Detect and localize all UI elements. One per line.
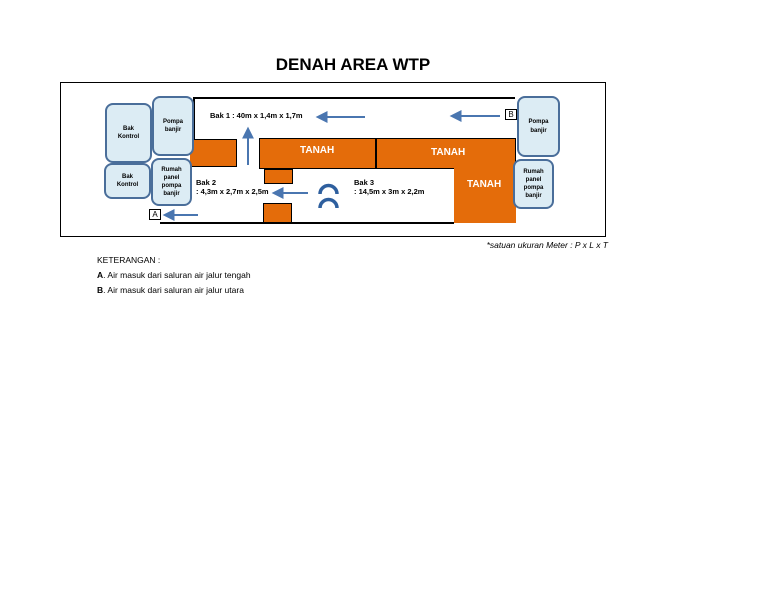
bak2-name: Bak 2 (196, 178, 217, 187)
channel-left-line (193, 97, 195, 139)
legend-item-a: A. Air masuk dari saluran air jalur teng… (97, 270, 251, 280)
tanah-label-1: TANAH (300, 145, 335, 156)
legend-heading: KETERANGAN : (97, 255, 161, 265)
tanah-left-small (190, 139, 237, 167)
bak3-dims: : 14,5m x 3m x 2,2m (354, 187, 425, 196)
bak1-label: Bak 1 : 40m x 1,4m x 1,7m (210, 111, 303, 120)
legend-item-a-key: A (97, 270, 104, 280)
bak-kontrol-label-top: Bak Kontrol (117, 125, 140, 140)
bak2-dims: : 4,3m x 2,7m x 2,5m (196, 187, 269, 196)
pompa-banjir-box-left: Pompa banjir (152, 96, 194, 156)
marker-b: B (505, 109, 517, 120)
tanah-label-3: TANAH (467, 179, 502, 190)
unit-note: *satuan ukuran Meter : P x L x T (486, 240, 608, 250)
rumah-panel-label-left: Rumah panel pompa banjir (161, 166, 182, 198)
legend-item-b-text: . Air masuk dari saluran air jalur utara (103, 285, 244, 295)
legend-item-b: B. Air masuk dari saluran air jalur utar… (97, 285, 244, 295)
tanah-label-2: TANAH (431, 147, 466, 158)
rumah-panel-box-right: Rumah panel pompa banjir (513, 159, 554, 209)
tanah-small-mid (264, 169, 293, 184)
channel-bottom-line (160, 222, 454, 224)
marker-a: A (149, 209, 161, 220)
pompa-banjir-box-right: Pompa banjir (517, 96, 560, 157)
pump-symbol-top (318, 183, 339, 195)
rumah-panel-box-left: Rumah panel pompa banjir (151, 158, 192, 206)
pompa-banjir-label-right: Pompa banjir (528, 119, 549, 134)
tanah-small-bottom (263, 203, 292, 223)
tanah-right (376, 138, 516, 169)
bak-kontrol-box-top: Bak Kontrol (105, 103, 152, 163)
rumah-panel-label-right: Rumah panel pompa banjir (523, 168, 544, 200)
tanah-center (259, 138, 376, 169)
legend-item-b-key: B (97, 285, 104, 295)
pompa-banjir-label-left: Pompa banjir (162, 118, 183, 133)
channel-top-line (193, 97, 515, 99)
bak-kontrol-label-bottom: Bak Kontrol (116, 173, 139, 188)
bak3-name: Bak 3 (354, 178, 375, 187)
tanah-far-right (454, 166, 516, 223)
legend-item-a-text: . Air masuk dari saluran air jalur tenga… (103, 270, 251, 280)
bak-kontrol-box-bottom: Bak Kontrol (104, 163, 151, 199)
map-frame (60, 82, 606, 237)
page-title: DENAH AREA WTP (275, 55, 431, 74)
pump-symbol-bottom (318, 197, 339, 209)
